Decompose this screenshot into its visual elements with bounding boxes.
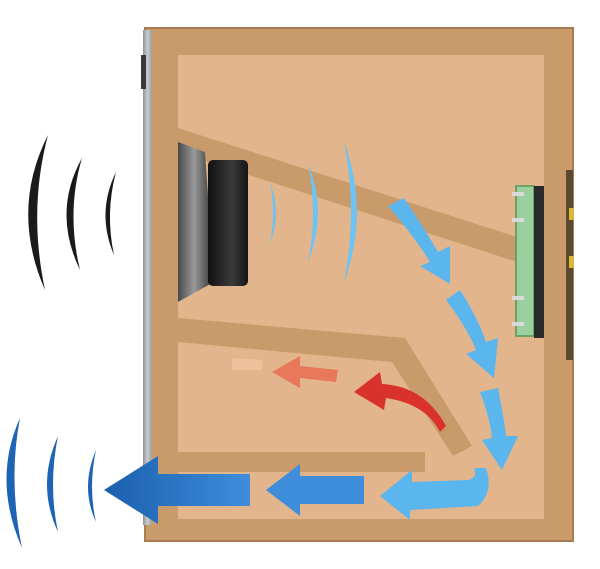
port-arrow-small-1 bbox=[266, 464, 364, 516]
blue-flow-arrow-3 bbox=[480, 388, 518, 470]
internal-wave-arc-2 bbox=[308, 164, 318, 262]
board-standoff-1 bbox=[512, 192, 524, 196]
board-standoff-4 bbox=[512, 322, 524, 326]
port-wave-arc-1 bbox=[6, 418, 22, 548]
driver bbox=[178, 142, 248, 302]
black-wave-arc-1 bbox=[28, 135, 48, 290]
upper-partition bbox=[178, 128, 548, 272]
rear-terminal bbox=[512, 170, 574, 360]
front-driver-waves bbox=[28, 135, 116, 290]
red-flow-arrow-2 bbox=[272, 356, 338, 388]
cabinet-interior bbox=[178, 55, 544, 519]
port-ledge bbox=[178, 452, 425, 472]
driver-magnet bbox=[208, 160, 248, 286]
baffle-clip-top bbox=[141, 55, 146, 89]
rear-terminal-plate bbox=[534, 186, 544, 338]
internal-waves bbox=[270, 142, 357, 282]
driver-cone bbox=[178, 142, 214, 302]
red-flow-arrow-1 bbox=[354, 372, 446, 432]
port-arrow-large bbox=[104, 456, 250, 524]
circuit-board bbox=[515, 185, 535, 337]
lower-partition bbox=[178, 318, 472, 456]
port-output bbox=[104, 456, 364, 524]
terminal-post-top bbox=[569, 208, 574, 220]
port-waves bbox=[6, 418, 96, 548]
internal-wave-arc-3 bbox=[344, 142, 357, 282]
board-standoff-2 bbox=[512, 218, 524, 222]
front-baffle bbox=[143, 30, 152, 525]
absorbed-path bbox=[232, 356, 446, 432]
rear-wave-path bbox=[380, 198, 518, 520]
blue-flow-arrow-2 bbox=[446, 290, 498, 378]
port-wave-arc-3 bbox=[88, 450, 96, 522]
black-wave-arc-3 bbox=[105, 172, 116, 255]
blue-flow-arrow-1 bbox=[388, 198, 450, 284]
red-flow-arrow-3 bbox=[232, 358, 262, 370]
black-wave-arc-2 bbox=[66, 158, 82, 270]
port-wave-arc-2 bbox=[47, 436, 58, 532]
board-standoff-3 bbox=[512, 296, 524, 300]
terminal-post-bottom bbox=[569, 256, 574, 268]
internal-wave-arc-1 bbox=[270, 183, 276, 244]
blue-flow-arrow-4 bbox=[380, 468, 489, 520]
